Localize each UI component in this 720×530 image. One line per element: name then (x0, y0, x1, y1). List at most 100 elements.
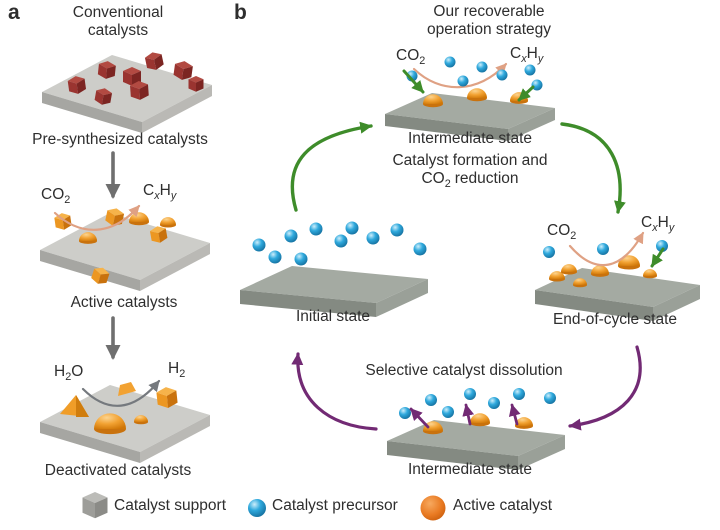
co2-label-a: CO2 (41, 186, 71, 207)
cube-top (149, 226, 166, 234)
deactivated-catalyst-flake (118, 382, 136, 396)
dome-cap (423, 421, 443, 431)
active-catalyst-dome (94, 413, 126, 435)
cycle-arrow-green-right (560, 122, 626, 214)
green-arrow-co2-top (402, 69, 425, 94)
cube-top (156, 387, 177, 396)
dome-cap (467, 88, 487, 98)
catalyst-precursor-sphere (544, 392, 556, 404)
active-catalyst-dome (423, 421, 443, 435)
active-catalyst-dome (549, 271, 565, 282)
cube-side (139, 84, 149, 100)
legend-active-label: Active catalyst (453, 497, 553, 514)
catalyst-precursor-sphere (252, 238, 266, 252)
platform-active (40, 213, 210, 291)
active-catalyst-cube (91, 267, 110, 284)
reaction-arrow-co2-to-cxhy-b-top (412, 62, 508, 89)
catalyst-precursor-sphere (425, 394, 437, 406)
platform-side-face (653, 285, 700, 321)
deactivated-catalyst-triangle-shade (76, 395, 89, 417)
reaction-arrow-co2-to-cxhy-b-end (568, 231, 645, 267)
active-catalyst-dome (467, 88, 487, 102)
platform-front-face (42, 92, 142, 133)
platform-presynthesized (42, 55, 212, 133)
catalyst-precursor-sphere (524, 64, 536, 76)
catalyst-precursor-sphere (345, 221, 359, 235)
cube-front (188, 79, 196, 92)
cube-front (144, 57, 157, 70)
dome-cap (591, 265, 609, 274)
dome-cap (160, 217, 176, 225)
cube-top (107, 208, 125, 216)
presynthesized-catalyst-cube (130, 81, 149, 100)
catalyst-precursor-sphere (399, 407, 411, 419)
platform-top-face (240, 266, 428, 303)
cube-side (101, 93, 113, 105)
catalyst-precursor-sphere (390, 223, 404, 237)
catalyst-precursor-sphere (513, 388, 525, 400)
cube-top (94, 267, 110, 275)
catalyst-precursor-sphere (444, 56, 456, 68)
dome-cap (618, 255, 640, 266)
catalyst-precursor-sphere (597, 243, 609, 255)
platform-top-face (40, 213, 210, 280)
platform-initial (240, 266, 428, 317)
cube-top (175, 61, 193, 70)
active-catalyst-dome (134, 415, 148, 425)
presynthesized-catalyst-cube (144, 52, 164, 70)
cube-top (130, 81, 148, 89)
purple-arrow-dissolve-1 (409, 407, 430, 429)
state-initial-label: Initial state (295, 308, 371, 325)
presynthesized-catalyst-cube (123, 67, 141, 86)
active-catalyst-dome (561, 264, 577, 275)
stage-active-label: Active catalysts (70, 294, 178, 311)
cube-front (97, 63, 107, 79)
dome-cap (561, 264, 577, 272)
platform-front-face (385, 114, 508, 141)
platform-front-face (387, 441, 518, 470)
platform-side-face (518, 435, 565, 470)
platform-side-face (376, 279, 428, 317)
catalyst-precursor-sphere (457, 75, 469, 87)
deactivated-catalyst-cube (156, 387, 178, 408)
cube-side (105, 65, 116, 79)
cube-front (67, 81, 79, 94)
state-end-of-cycle-label: End-of-cycle state (552, 311, 678, 328)
catalyst-precursor-sphere (464, 388, 476, 400)
active-catalyst-dome (160, 217, 176, 228)
catalyst-precursor-sphere (366, 231, 380, 245)
cube-top (98, 61, 116, 69)
dome-cap (573, 278, 587, 285)
catalyst-precursor-sphere (268, 250, 282, 264)
cube-side (181, 66, 193, 80)
catalyst-precursor-sphere (442, 406, 454, 418)
platform-side-face (508, 108, 555, 141)
legend-active-sphere-icon (420, 495, 446, 521)
platform-side-face (140, 243, 210, 291)
panel-a-label: a (8, 1, 20, 24)
presynthesized-catalyst-cube (188, 76, 204, 92)
legend-support-cube-icon (82, 492, 108, 519)
cycle-arrow-purple-left (291, 352, 378, 431)
co2-label-b-top: CO2 (396, 47, 426, 68)
cube-front (54, 217, 65, 230)
h2o-label: H2O (54, 363, 84, 384)
platform-front-face (240, 290, 376, 317)
catalyst-precursor-sphere (496, 69, 508, 81)
dome-cap (79, 232, 97, 241)
co2-label-b-end: CO2 (547, 222, 577, 243)
active-catalyst-dome (79, 232, 97, 244)
active-catalyst-dome (573, 278, 587, 288)
green-arrow-end (650, 247, 665, 268)
panel-a-title: Conventional catalysts (72, 4, 164, 40)
platform-end-of-cycle (535, 268, 700, 321)
catalyst-precursor-sphere (284, 229, 298, 243)
cxhy-label-b-top: CxHy (510, 45, 544, 66)
catalyst-precursor-sphere (476, 61, 488, 73)
stage-deactivated-label: Deactivated catalysts (44, 462, 192, 479)
purple-arrow-dissolve-2 (462, 403, 475, 426)
active-catalyst-dome (643, 269, 657, 279)
platform-front-face (40, 250, 140, 291)
cycle-arrow-green-left (290, 121, 373, 212)
